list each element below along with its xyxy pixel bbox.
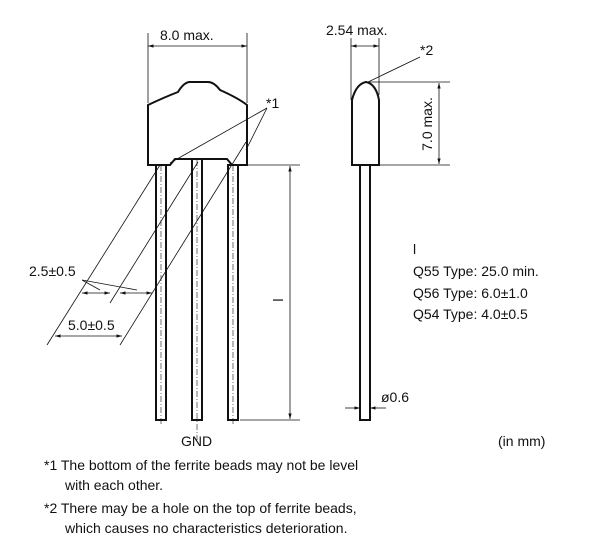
units-label: (in mm) xyxy=(498,433,545,449)
length-dim-label: l xyxy=(270,298,286,301)
side-lead xyxy=(359,164,371,421)
length-table-label: l xyxy=(413,241,416,257)
note-1-line2: with each other. xyxy=(64,477,163,493)
width-dim-label: 8.0 max. xyxy=(160,27,214,43)
height-dim-label: 7.0 max. xyxy=(419,97,435,151)
note-1-line1: *1 The bottom of the ferrite beads may n… xyxy=(44,457,358,473)
leads xyxy=(155,158,239,440)
lead-dia-label: ø0.6 xyxy=(381,389,409,405)
length-row: Q56 Type: 6.0±1.0 xyxy=(413,285,528,301)
length-row: Q55 Type: 25.0 min. xyxy=(413,263,539,279)
length-row: Q54 Type: 4.0±0.5 xyxy=(413,306,528,322)
notes: *1 The bottom of the ferrite beads may n… xyxy=(44,457,358,536)
gnd-label: GND xyxy=(181,433,212,449)
note-2-line2: which causes no characteristics deterior… xyxy=(64,520,347,536)
side-width-dim-label: 2.54 max. xyxy=(326,22,387,38)
side-view: 2.54 max. *2 7.0 max. ø0.6 xyxy=(326,22,450,421)
front-view: 8.0 max. *1 2.5±0.5 5.0±0.5 l GND xyxy=(29,27,300,449)
span-dim-label: 5.0±0.5 xyxy=(68,317,115,333)
length-table: l Q55 Type: 25.0 min. Q56 Type: 6.0±1.0 … xyxy=(413,241,539,322)
pitch-dim-label: 2.5±0.5 xyxy=(29,263,76,279)
note1-ref: *1 xyxy=(266,95,279,111)
bead-side xyxy=(351,80,380,166)
note-2-line1: *2 There may be a hole on the top of fer… xyxy=(44,500,357,516)
note2-ref: *2 xyxy=(420,42,433,58)
bead-body xyxy=(147,81,248,166)
